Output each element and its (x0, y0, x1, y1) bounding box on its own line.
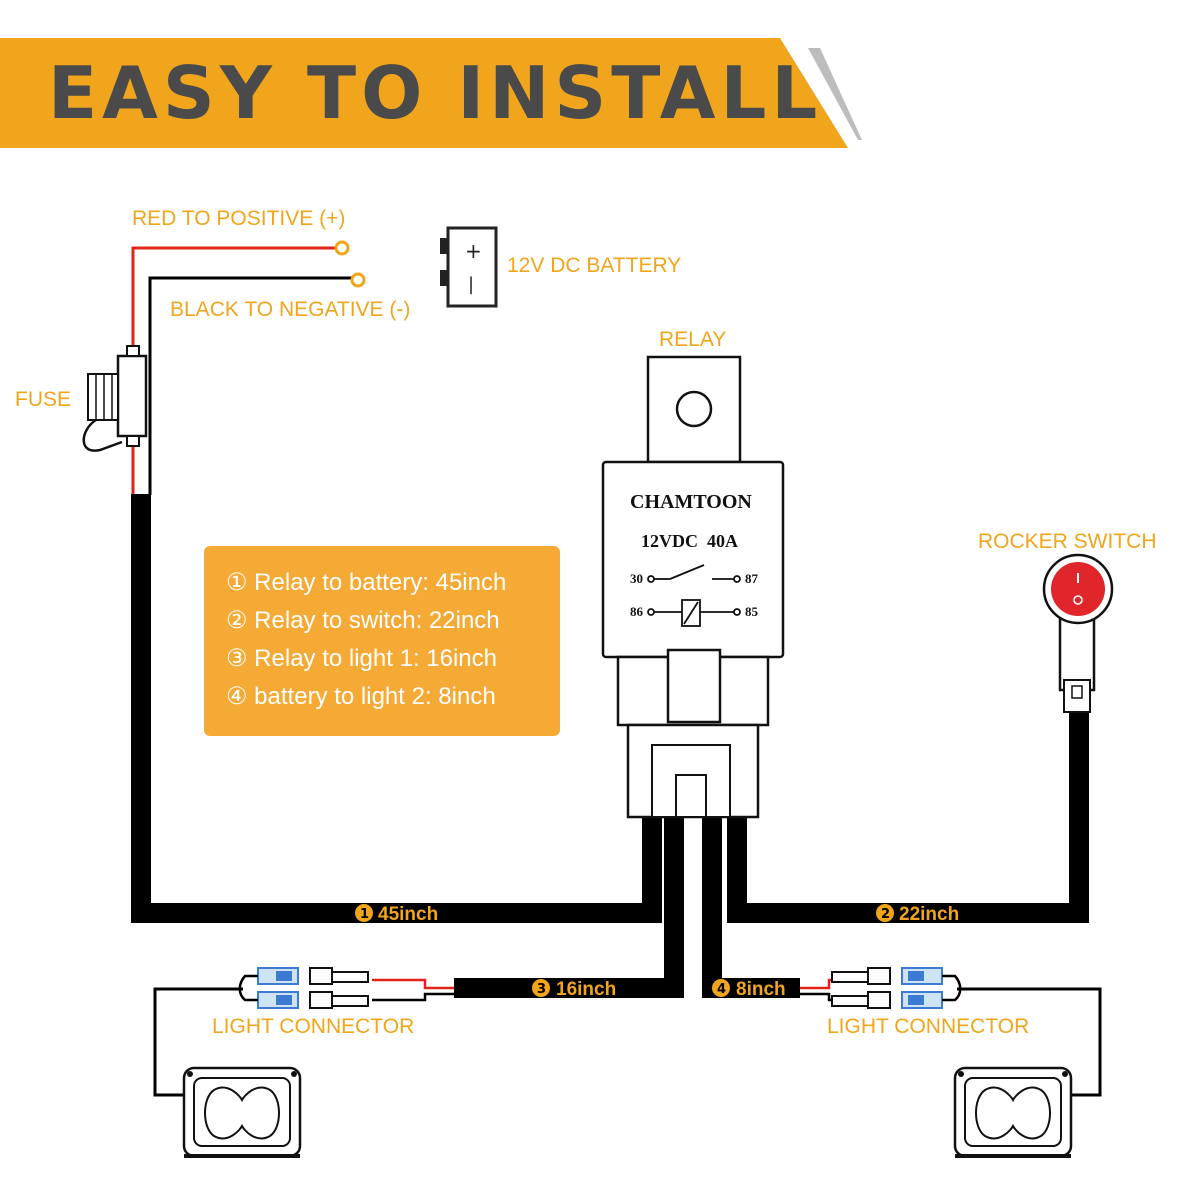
info-line-relay-to-battery: ① Relay to battery: 45inch (226, 569, 507, 596)
relay-brand: CHAMTOON (630, 491, 752, 513)
battery-plus-sign: + (465, 239, 482, 263)
wire-label-8inch-text: 8inch (736, 979, 786, 1000)
fuse-holder: FUSE (15, 345, 148, 452)
wire-label-45inch: 1 45inch (355, 904, 438, 925)
info-line-battery-to-light-2: ④ battery to light 2: 8inch (226, 683, 496, 710)
relay-pin-85: 85 (745, 604, 759, 619)
wire-label-8inch: 4 8inch (712, 979, 786, 1000)
wire-label-22inch: 2 22inch (876, 904, 959, 925)
relay-label: RELAY (659, 328, 726, 351)
red-to-positive-label: RED TO POSITIVE (+) (132, 207, 345, 230)
relay-pin-87: 87 (745, 571, 759, 586)
right-light-icon (953, 1066, 1073, 1158)
negative-terminal (350, 272, 366, 288)
relay: RELAY CHAMTOON 12VDC 40A 30 87 86 85 (601, 328, 785, 819)
rocker-switch: ROCKER SWITCH (978, 530, 1157, 713)
left-light-icon (182, 1066, 302, 1158)
positive-terminal (334, 240, 350, 256)
fuse-label: FUSE (15, 388, 71, 411)
page-title: EASY TO INSTALL (48, 51, 822, 135)
wire-length-info-box: ① Relay to battery: 45inch ② Relay to sw… (204, 546, 560, 736)
battery-minus-sign: | (468, 274, 474, 295)
rocker-switch-label: ROCKER SWITCH (978, 530, 1157, 553)
relay-schematic (647, 564, 741, 627)
info-line-relay-to-switch: ② Relay to switch: 22inch (226, 607, 500, 634)
wire-label-22inch-text: 22inch (899, 904, 959, 925)
relay-rating: 12VDC 40A (641, 531, 738, 551)
relay-pin-30: 30 (630, 571, 643, 586)
right-light-connector-label: LIGHT CONNECTOR (827, 1015, 1029, 1038)
left-light-connector-label: LIGHT CONNECTOR (212, 1015, 414, 1038)
battery-leads: RED TO POSITIVE (+) BLACK TO NEGATIVE (-… (131, 207, 410, 495)
wire-label-8inch-num: 4 (717, 982, 726, 997)
wire-label-16inch-text: 16inch (556, 979, 616, 1000)
wire-label-22inch-num: 2 (881, 907, 890, 922)
black-to-negative-label: BLACK TO NEGATIVE (-) (170, 298, 410, 321)
relay-pin-86: 86 (630, 604, 644, 619)
wire-label-45inch-num: 1 (360, 907, 369, 922)
wire-label-16inch-num: 3 (537, 982, 546, 997)
wire-label-16inch: 3 16inch (532, 979, 616, 1000)
left-light-connector: LIGHT CONNECTOR (153, 967, 454, 1097)
rocker-switch-button (1051, 562, 1105, 616)
info-line-relay-to-light-1: ③ Relay to light 1: 16inch (226, 645, 497, 672)
wire-label-45inch-text: 45inch (378, 904, 438, 925)
battery-icon: + | 12V DC BATTERY (440, 226, 681, 308)
right-light-connector: LIGHT CONNECTOR (800, 967, 1102, 1097)
battery-label: 12V DC BATTERY (507, 254, 681, 277)
header-banner: EASY TO INSTALL (0, 38, 862, 148)
